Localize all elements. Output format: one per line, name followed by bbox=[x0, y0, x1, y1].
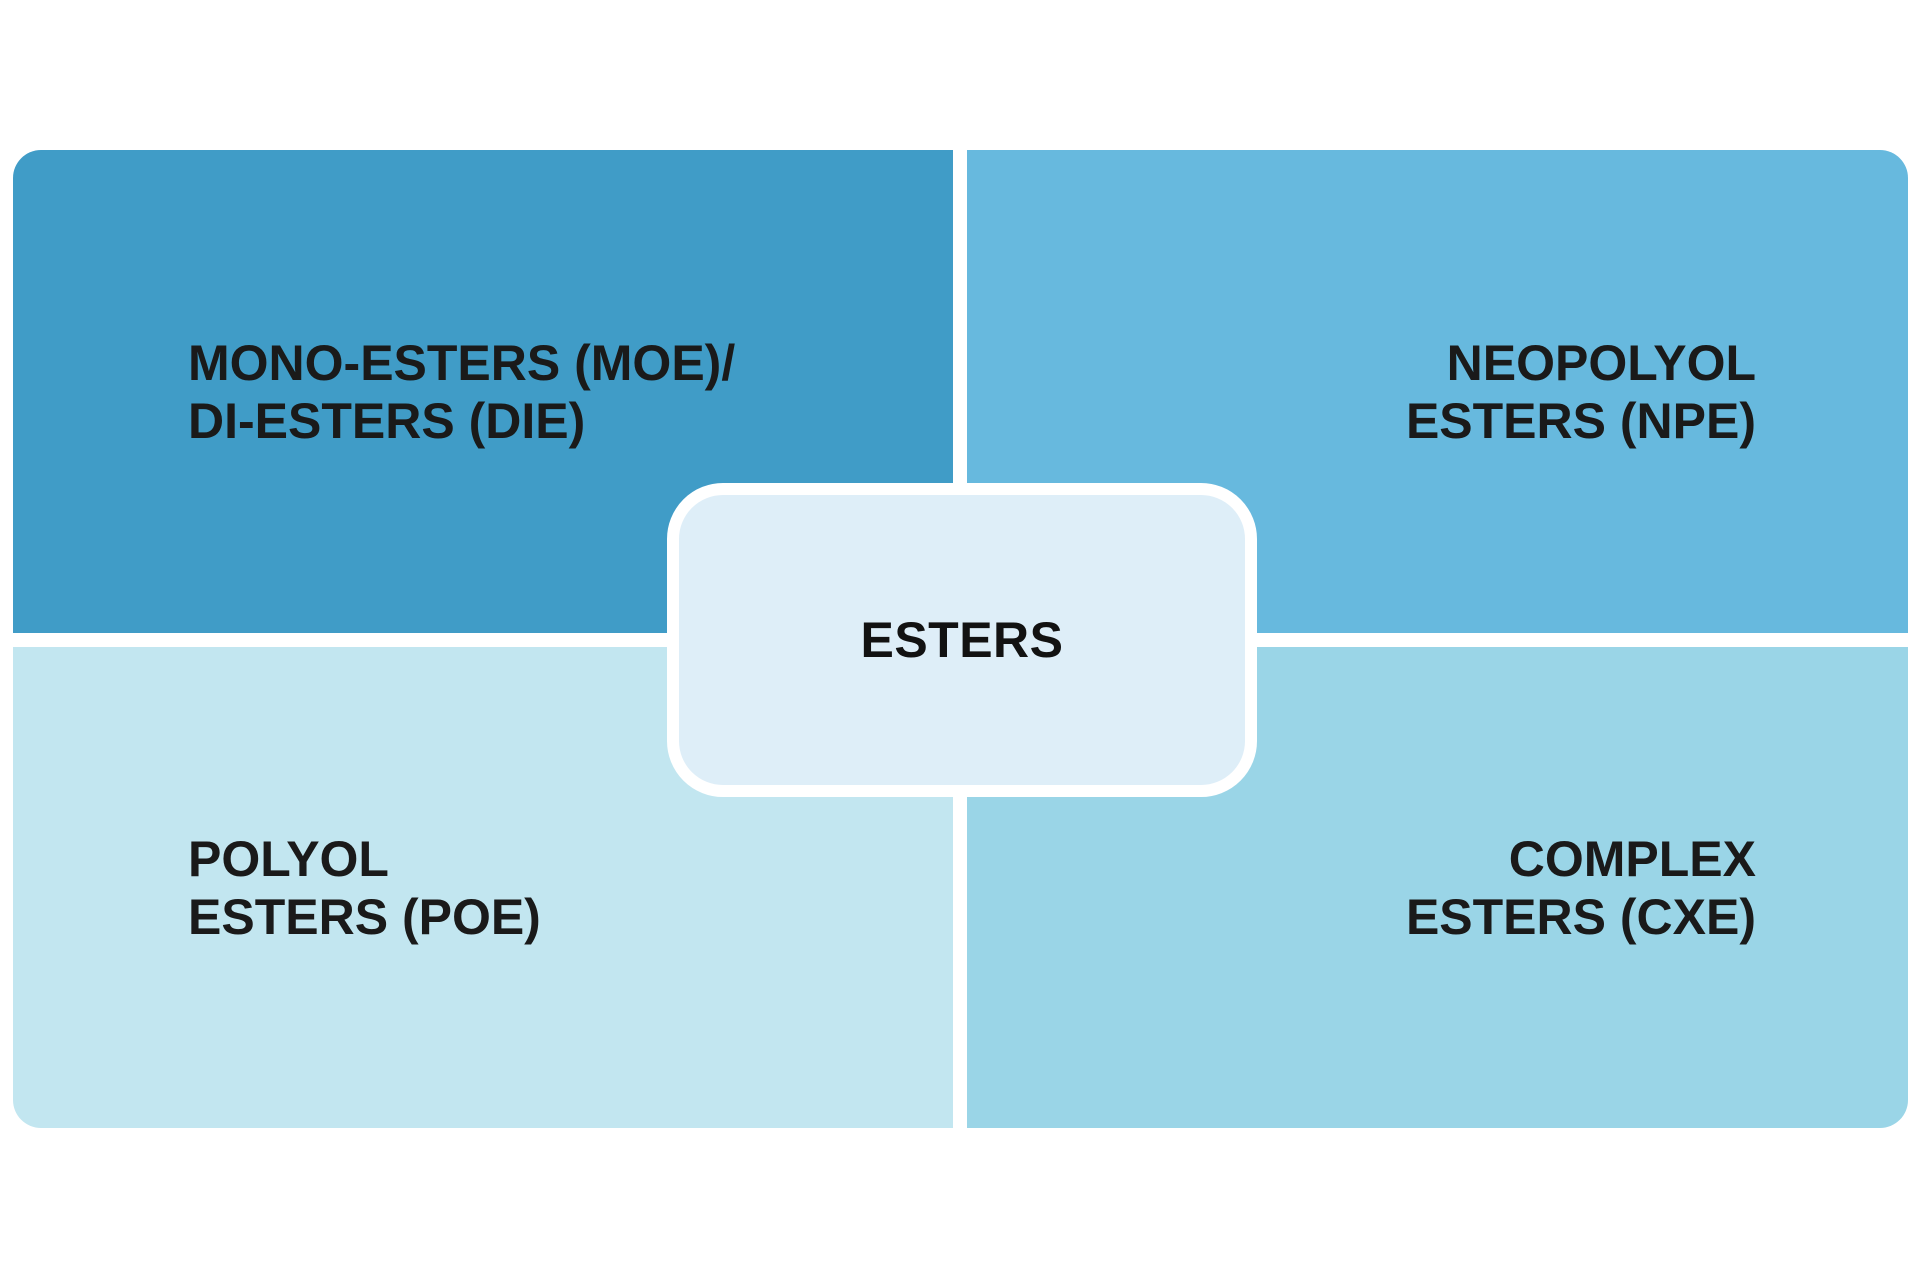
esters-center-label: ESTERS bbox=[860, 612, 1064, 668]
label-line: ESTERS (CXE) bbox=[1405, 888, 1756, 945]
quadrant-polyol-esters-label: POLYOL ESTERS (POE) bbox=[188, 830, 541, 946]
label-line: ESTERS (NPE) bbox=[1405, 392, 1756, 449]
label-line: POLYOL bbox=[188, 830, 389, 887]
label-line: COMPLEX bbox=[1508, 830, 1756, 887]
esters-center-box: ESTERS bbox=[667, 483, 1257, 797]
label-line: NEOPOLYOL bbox=[1446, 334, 1756, 391]
label-line: DI-ESTERS (DIE) bbox=[188, 392, 586, 449]
quadrant-mono-di-esters-label: MONO-ESTERS (MOE)/ DI-ESTERS (DIE) bbox=[188, 334, 735, 450]
label-line: ESTERS (POE) bbox=[188, 888, 541, 945]
label-line: MONO-ESTERS (MOE)/ bbox=[188, 334, 736, 391]
quadrant-complex-esters-label: COMPLEX ESTERS (CXE) bbox=[1406, 830, 1756, 946]
quadrant-neopolyol-esters-label: NEOPOLYOL ESTERS (NPE) bbox=[1406, 334, 1756, 450]
quadrant-mono-di-esters: MONO-ESTERS (MOE)/ DI-ESTERS (DIE) bbox=[13, 150, 953, 633]
